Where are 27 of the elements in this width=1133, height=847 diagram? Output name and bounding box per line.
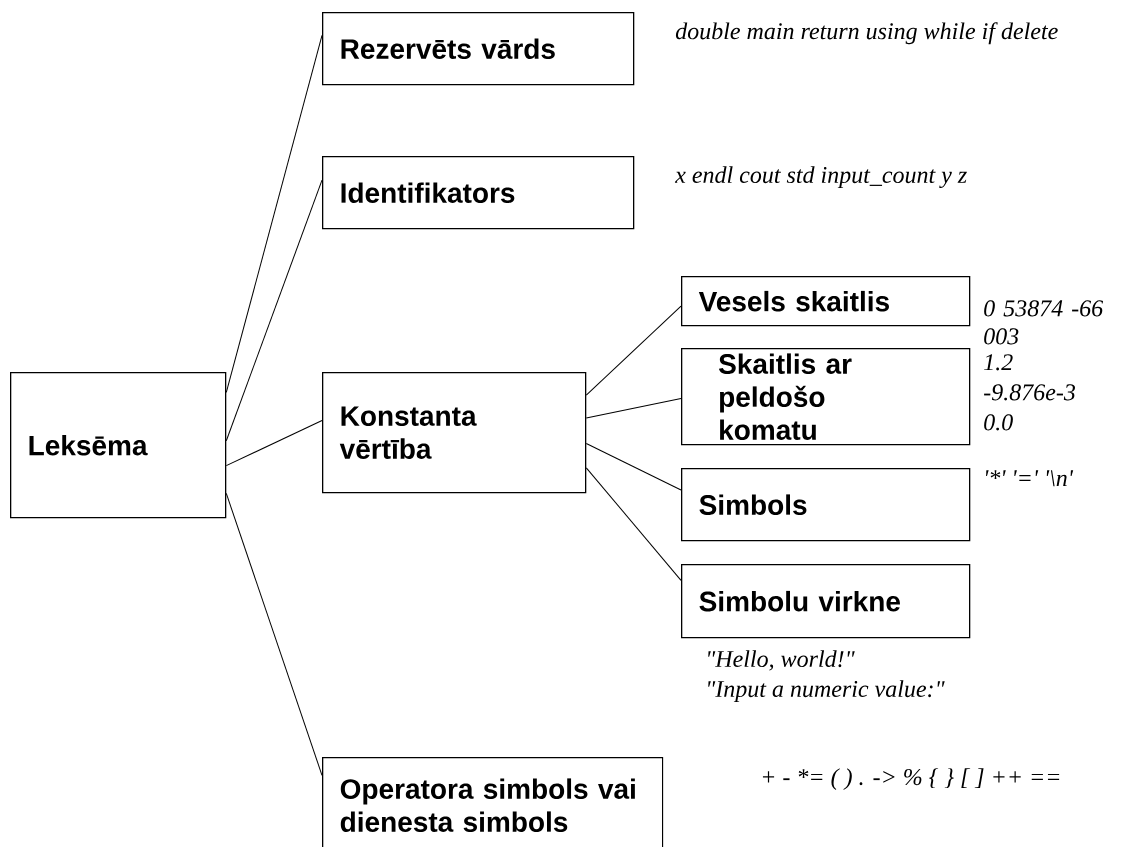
- example-text: + - *= ( ) . -> % { } [ ] ++ ==: [762, 768, 1060, 790]
- example-text: 1.2: [984, 354, 1013, 371]
- connector-line: [585, 467, 682, 581]
- connector-line: [585, 443, 682, 491]
- term-box: Konstanta vērtība: [322, 372, 587, 494]
- example-text: "Hello, world!": [708, 650, 855, 671]
- connector-line: [225, 492, 323, 776]
- connector-line: [585, 305, 682, 396]
- connector-line: [225, 179, 323, 442]
- example-text: -9.876e-3: [984, 384, 1075, 401]
- example-text: '*' '=' '\n': [986, 470, 1074, 487]
- term-box: Leksēma: [10, 372, 227, 519]
- example-text: x endl cout std input_count y z: [674, 166, 967, 189]
- connector-line: [225, 420, 323, 467]
- term-box: Simbols: [681, 468, 971, 542]
- term-box: Operatora simbols vai dienesta simbols: [322, 757, 664, 847]
- term-box: Identifikators: [322, 156, 635, 230]
- example-text: "Input a numeric value:": [708, 680, 945, 702]
- term-box: Skaitlis ar peldošo komatu: [681, 348, 971, 446]
- example-text: 0.0: [984, 414, 1013, 431]
- example-text: double main return using while if delete: [675, 22, 1058, 45]
- connector-line: [585, 398, 682, 419]
- example-text: 0 53874 -66 003: [984, 300, 1104, 345]
- term-box: Rezervēts vārds: [322, 12, 635, 86]
- term-box: Simbolu virkne: [681, 564, 971, 639]
- term-box: Vesels skaitlis: [681, 276, 971, 327]
- connector-line: [225, 34, 323, 393]
